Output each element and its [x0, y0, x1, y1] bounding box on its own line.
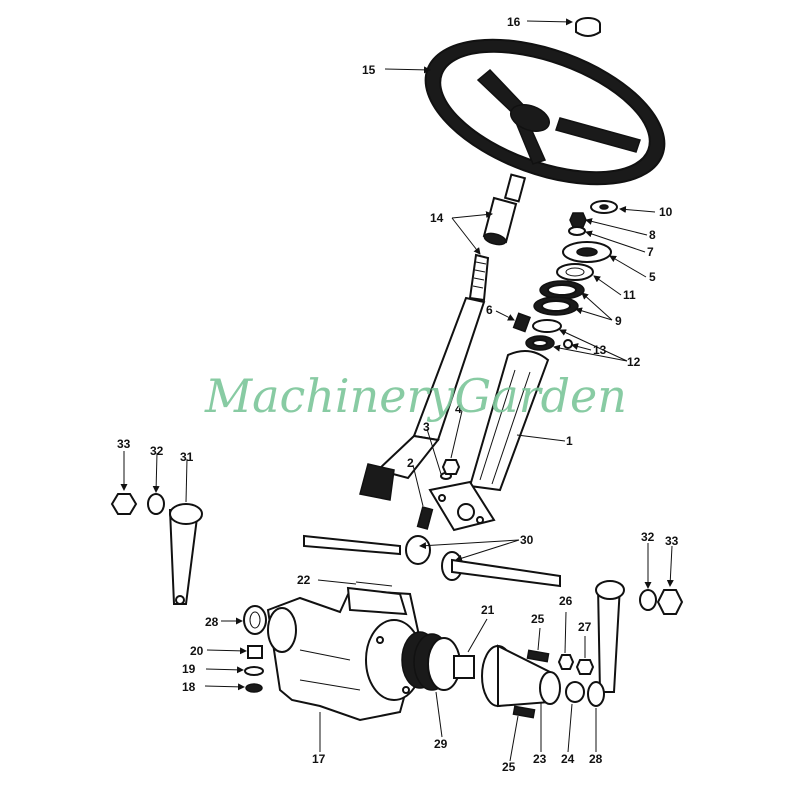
callout-21: 21 [481, 603, 495, 617]
callout-29: 29 [434, 737, 448, 751]
callout-14: 14 [430, 211, 444, 225]
callout-33-right: 33 [665, 534, 679, 548]
steering-column-tube [428, 350, 550, 532]
washer-32-left [147, 493, 165, 515]
leader-lines [120, 18, 674, 762]
callout-28-left: 28 [205, 615, 219, 629]
nut-4 [441, 459, 461, 475]
watermark: MachineryGarden [204, 369, 627, 423]
nut-33-right [656, 589, 684, 615]
drop-arm-left [168, 503, 203, 605]
callout-31: 31 [180, 450, 194, 464]
side-cover [481, 644, 561, 708]
stud-25-upper [526, 649, 550, 663]
callout-23: 23 [533, 752, 547, 766]
callout-10: 10 [659, 205, 673, 219]
callout-1: 1 [566, 434, 573, 448]
nut-8 [569, 212, 587, 228]
callout-25-lower: 25 [502, 760, 516, 774]
callout-6: 6 [486, 303, 493, 317]
nut-33-left [110, 493, 138, 515]
callout-7: 7 [647, 245, 654, 259]
callout-15: 15 [362, 63, 376, 77]
seal-28-right [587, 681, 605, 707]
nut-27 [575, 659, 595, 675]
steering-wheel [424, 38, 666, 186]
callout-30: 30 [520, 533, 534, 547]
cross-shaft-left [303, 534, 431, 565]
bolt-20 [247, 645, 263, 659]
washer-7 [568, 226, 586, 236]
callout-8: 8 [649, 228, 656, 242]
steering-wheel-cap [575, 17, 601, 37]
callout-16: 16 [507, 15, 521, 29]
callout-32-left: 32 [150, 444, 164, 458]
bearing-5 [562, 241, 612, 263]
callout-26: 26 [559, 594, 573, 608]
callout-27: 27 [578, 620, 592, 634]
callout-13: 13 [593, 343, 607, 357]
nut-18 [245, 683, 263, 693]
stud-25-lower [512, 705, 536, 719]
washer-19 [244, 666, 264, 676]
callout-11: 11 [623, 288, 636, 302]
callout-24: 24 [561, 752, 575, 766]
spring-2 [416, 506, 434, 530]
washer-32-right [639, 589, 657, 611]
callout-5: 5 [649, 270, 656, 284]
cup-12 [525, 319, 562, 351]
callout-19: 19 [182, 662, 196, 676]
callout-33-left: 33 [117, 437, 131, 451]
steering-shaft [359, 173, 527, 501]
washer-10 [590, 200, 618, 214]
sector-shaft [453, 655, 475, 679]
gasket-22 [355, 581, 393, 587]
callout-12: 12 [627, 355, 641, 369]
callout-18: 18 [182, 680, 196, 694]
nut-26 [557, 654, 575, 670]
worm-gear [401, 631, 461, 691]
bushing-24 [565, 681, 585, 703]
seal-28-left [243, 605, 267, 635]
callout-labels: 16 15 10 8 7 5 11 9 6 13 12 14 1 4 3 2 3… [117, 15, 679, 774]
callout-32-right: 32 [641, 530, 655, 544]
callout-25-upper: 25 [531, 612, 545, 626]
spring-6 [512, 312, 531, 333]
callout-17: 17 [312, 752, 326, 766]
callout-4: 4 [455, 402, 462, 416]
steering-gear-housing [266, 586, 423, 722]
callout-9: 9 [615, 314, 622, 328]
cross-shaft-right [441, 551, 561, 588]
ball-bearing-9 [533, 280, 585, 316]
ball-13 [563, 339, 573, 349]
callout-2: 2 [407, 456, 414, 470]
callout-3: 3 [423, 420, 430, 434]
callout-22: 22 [297, 573, 311, 587]
callout-28-right: 28 [589, 752, 603, 766]
bearing-cup-11 [556, 263, 594, 281]
drop-arm-right [595, 580, 625, 693]
callout-20: 20 [190, 644, 204, 658]
